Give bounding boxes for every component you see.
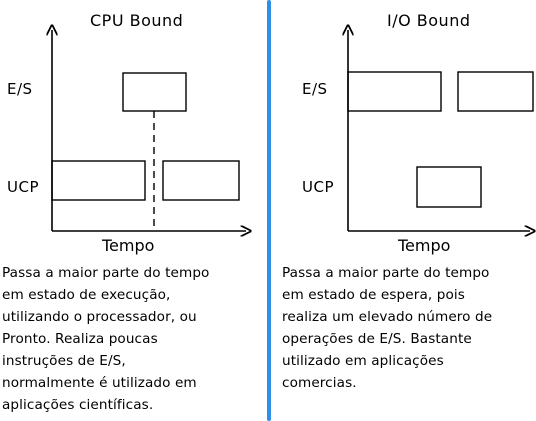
desc-line: comercias.: [282, 375, 357, 391]
io-bound-description: Passa a maior parte do tempo em estado d…: [282, 262, 492, 394]
desc-line: Passa a maior parte do tempo: [282, 265, 490, 281]
desc-line: operações de E/S. Bastante: [282, 331, 472, 347]
desc-line: utilizando o processador, ou: [2, 309, 197, 325]
ucp-burst: [416, 166, 482, 208]
desc-line: instruções de E/S,: [2, 353, 126, 369]
cpu-es-label: E/S: [7, 80, 33, 98]
es-burst-1: [347, 71, 442, 112]
io-es-label: E/S: [302, 80, 328, 98]
io-bound-diagram: [272, 0, 536, 260]
io-ucp-label: UCP: [302, 178, 334, 196]
desc-line: em estado de execução,: [2, 287, 171, 303]
cpu-bound-title: CPU Bound: [90, 11, 184, 30]
cpu-bound-description: Passa a maior parte do tempo em estado d…: [2, 262, 209, 416]
cpu-x-axis-label: Tempo: [102, 236, 155, 255]
desc-line: normalmente é utilizado em: [2, 375, 197, 391]
ucp-burst-1: [51, 160, 146, 201]
desc-line: Pronto. Realiza poucas: [2, 331, 158, 347]
desc-line: utilizado em aplicações: [282, 353, 444, 369]
desc-line: aplicações científicas.: [2, 397, 154, 413]
panel-divider: [267, 0, 271, 421]
desc-line: realiza um elevado número de: [282, 309, 493, 325]
es-burst: [122, 72, 187, 112]
io-x-axis-label: Tempo: [398, 236, 451, 255]
io-bound-panel: I/O Bound E/S UCP Tempo Passa a maior pa…: [272, 0, 536, 421]
cpu-bound-panel: CPU Bound E/S UCP Tempo Passa a maior pa…: [0, 0, 268, 416]
ucp-burst-2: [162, 160, 240, 201]
cpu-bound-diagram: [0, 0, 268, 260]
desc-line: em estado de espera, pois: [282, 287, 465, 303]
io-bound-title: I/O Bound: [387, 11, 471, 30]
desc-line: Passa a maior parte do tempo: [2, 265, 210, 281]
es-burst-2: [457, 71, 534, 112]
cpu-ucp-label: UCP: [7, 178, 39, 196]
